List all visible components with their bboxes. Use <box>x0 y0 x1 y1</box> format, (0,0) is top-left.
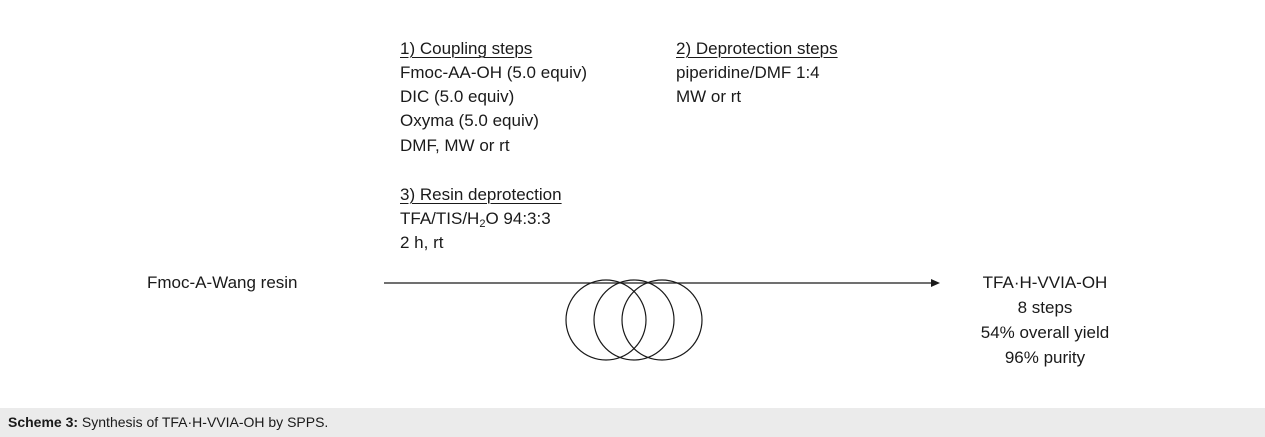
figure-caption: Scheme 3: Synthesis of TFA·H-VVIA-OH by … <box>0 408 1265 437</box>
product-name: TFA·H-VVIA-OH <box>982 273 1108 292</box>
coupling-line-3: Oxyma (5.0 equiv) <box>400 111 539 130</box>
circle-middle-icon <box>593 279 675 361</box>
coupling-line-2: DIC (5.0 equiv) <box>400 87 515 106</box>
resin-deprotection-heading: 3) Resin deprotection <box>400 185 562 204</box>
product-purity: 96% purity <box>1004 348 1086 367</box>
arrow-head-icon <box>931 279 940 287</box>
deprotection-line-1: piperidine/DMF 1:4 <box>676 63 820 82</box>
caption-label: Scheme 3: <box>8 414 79 430</box>
deprotection-line-2: MW or rt <box>676 87 742 106</box>
coupling-heading: 1) Coupling steps <box>400 39 533 58</box>
product-steps: 8 steps <box>1017 298 1073 317</box>
product-yield: 54% overall yield <box>980 323 1110 342</box>
coupling-line-1: Fmoc-AA-OH (5.0 equiv) <box>400 63 588 82</box>
resin-deprotection-reagent: TFA/TIS/H2O 94:3:3 <box>400 209 551 230</box>
coupling-line-4: DMF, MW or rt <box>400 136 510 155</box>
reaction-scheme: 1) Coupling steps Fmoc-AA-OH (5.0 equiv)… <box>147 39 1110 367</box>
circle-right-icon <box>621 279 703 361</box>
caption-text: Synthesis of TFA·H-VVIA-OH by SPPS. <box>78 414 329 430</box>
resin-deprotection-conditions: 2 h, rt <box>400 233 444 252</box>
deprotection-heading: 2) Deprotection steps <box>676 39 838 58</box>
starting-material: Fmoc-A-Wang resin <box>147 273 298 292</box>
circle-left-icon <box>565 279 647 361</box>
reaction-arrow-graphic <box>384 279 940 361</box>
